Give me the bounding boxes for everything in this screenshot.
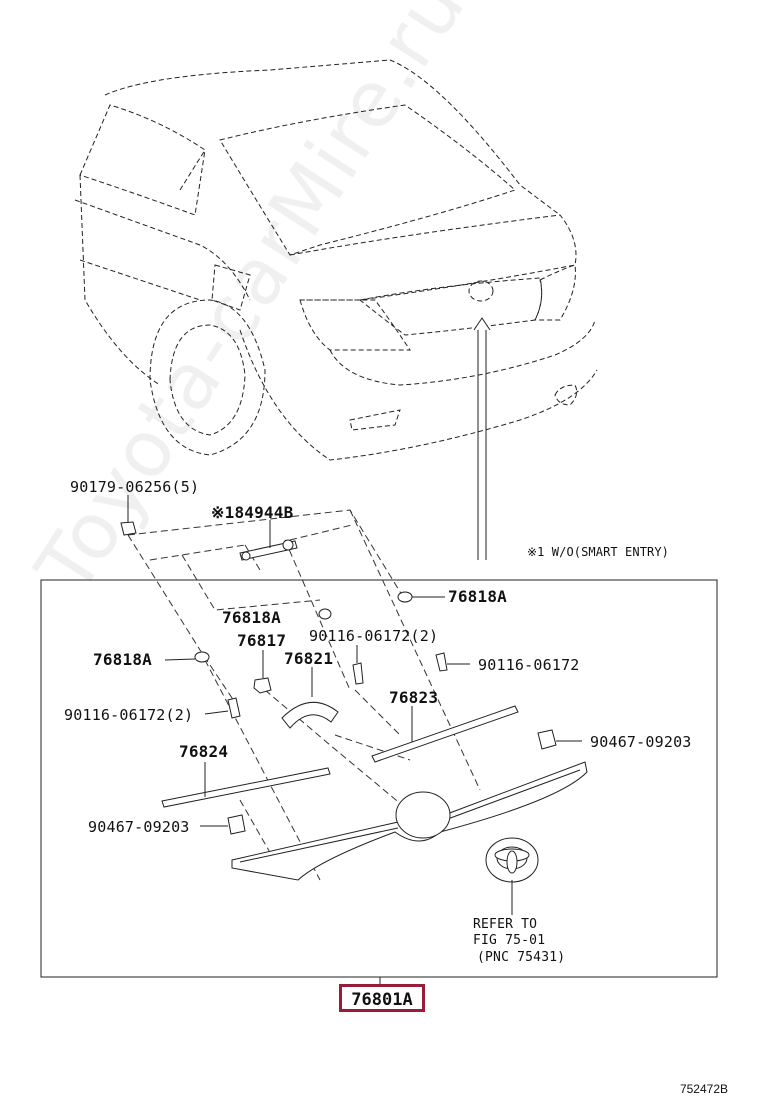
toyota-emblem — [485, 837, 539, 883]
location-arrow — [473, 317, 491, 560]
nut-76817 — [253, 677, 272, 694]
label-76823: 76823 — [389, 688, 439, 707]
clip-76818a-mid — [318, 608, 332, 620]
label-76818a-mid: 76818A — [222, 608, 281, 627]
clip-76818a-left — [194, 651, 210, 663]
studs-90116 — [227, 652, 448, 719]
label-90467-right: 90467-09203 — [590, 733, 692, 751]
refer-line-1: REFER TO — [473, 917, 538, 932]
label-90467-left: 90467-09203 — [88, 818, 190, 836]
assembly-guides — [127, 509, 481, 881]
refer-line-2: FIG 75-01 — [473, 933, 546, 948]
clip-76818a-right — [397, 591, 413, 603]
label-76821: 76821 — [284, 649, 334, 668]
note-smart-entry: ※1 W/O(SMART ENTRY) — [527, 545, 669, 559]
moulding-76823 — [371, 705, 519, 763]
label-90179: 90179-06256(5) — [70, 478, 200, 496]
label-90116-right: 90116-06172 — [478, 656, 580, 674]
garnish-76801a — [231, 761, 588, 881]
label-84944b: ※184944B — [211, 503, 294, 522]
label-90116-left: 90116-06172(2) — [64, 706, 194, 724]
assembly-part-box[interactable]: 76801A — [339, 984, 425, 1012]
label-76817: 76817 — [237, 631, 287, 650]
bracket-84944b — [239, 539, 298, 561]
car-outline — [74, 59, 598, 461]
refer-line-3: (PNC 75431) — [477, 950, 566, 965]
label-76824: 76824 — [179, 742, 229, 761]
label-76818a-left: 76818A — [93, 650, 152, 669]
moulding-76824 — [161, 767, 331, 808]
clip-90179 — [120, 521, 137, 536]
label-90116-mid: 90116-06172(2) — [309, 627, 439, 645]
assembly-part-number[interactable]: 76801A — [351, 990, 413, 1010]
clip-90467-left — [227, 814, 246, 835]
figure-number: 752472B — [679, 1082, 728, 1096]
clip-90467-right — [537, 729, 557, 750]
label-76818a-right: 76818A — [448, 587, 507, 606]
assembly-frame — [40, 579, 718, 978]
cover-76821 — [281, 701, 339, 729]
